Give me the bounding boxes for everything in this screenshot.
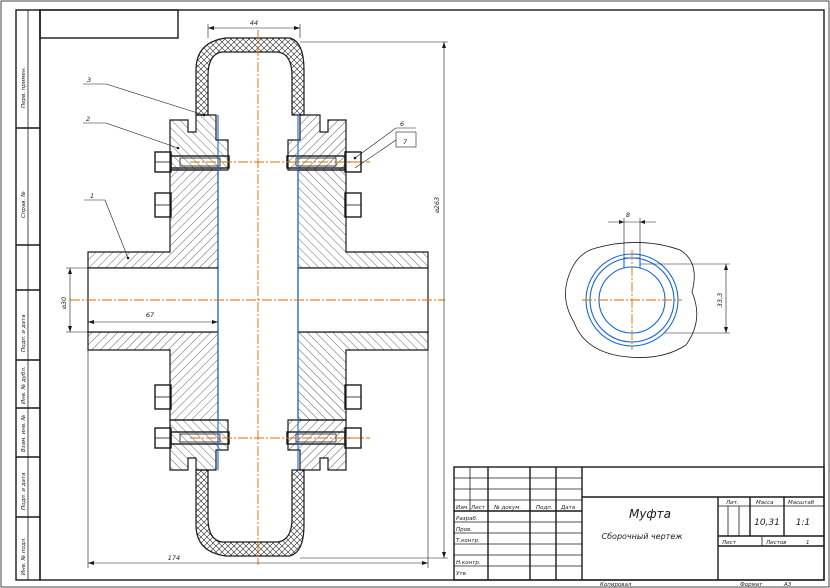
dim-30: ⌀30 bbox=[60, 267, 88, 333]
row-nkontr: Н.контр. bbox=[456, 560, 481, 566]
leader-7-text: 7 bbox=[403, 138, 408, 146]
col-podp: Подп. bbox=[536, 505, 553, 511]
title-block: Изм. Лист № докум. Подп. Дата Разраб. Пр… bbox=[453, 466, 825, 581]
dim-174: 174 bbox=[87, 350, 429, 568]
leader-3-text: 3 bbox=[87, 76, 91, 84]
scale-label: Масштаб bbox=[788, 500, 815, 506]
col-izm: Изм. bbox=[456, 505, 469, 511]
dim-44-text: 44 bbox=[250, 19, 258, 27]
leader-2-text: 2 bbox=[86, 115, 90, 123]
copied-label: Копировал bbox=[600, 582, 632, 588]
dim-67-text: 67 bbox=[146, 311, 155, 319]
right-clamp-bottom bbox=[287, 419, 347, 471]
leader-2: 2 bbox=[83, 115, 180, 150]
side-label-4: Взам. инв. № bbox=[21, 414, 27, 452]
coupling-section-view: 44 ⌀263 ⌀30 67 bbox=[60, 19, 448, 568]
top-left-box bbox=[39, 9, 179, 39]
leader-1: 1 bbox=[84, 192, 130, 260]
leader-6-text: 6 bbox=[400, 120, 404, 128]
dim-8-text: 8 bbox=[626, 211, 630, 219]
dim-263-text: ⌀263 bbox=[433, 197, 441, 213]
side-label-2: Подп. и дата bbox=[21, 314, 27, 352]
col-list: Лист bbox=[470, 505, 486, 511]
left-clamp-bottom bbox=[169, 419, 229, 471]
side-label-1: Справ. № bbox=[21, 191, 27, 218]
drawing-subtitle: Сборочный чертеж bbox=[602, 532, 684, 541]
dim-263: ⌀263 bbox=[300, 41, 448, 559]
row-utv: Утв. bbox=[456, 571, 468, 577]
side-label-6: Инв. № подл. bbox=[21, 537, 27, 575]
row-tkontr: Т.контр. bbox=[456, 538, 480, 544]
right-hub-top bbox=[297, 169, 429, 269]
col-date: Дата bbox=[560, 505, 576, 511]
dim-33: 33,3 bbox=[640, 263, 730, 334]
dim-33-text: 33,3 bbox=[716, 293, 724, 307]
leader-7: 7 bbox=[354, 131, 417, 169]
leader-1-text: 1 bbox=[90, 192, 94, 200]
col-doc: № докум. bbox=[493, 505, 521, 511]
lit-label: Лит. bbox=[725, 500, 739, 506]
keyway-section-view: 8 33,3 bbox=[565, 211, 730, 358]
leader-3: 3 bbox=[83, 76, 206, 117]
sheets-value: 1 bbox=[806, 540, 810, 546]
scale-value: 1:1 bbox=[796, 518, 810, 528]
tire-top bbox=[195, 37, 305, 116]
side-strip: Перв. примен. Справ. № Подп. и дата Инв.… bbox=[15, 9, 41, 581]
format-label: Формат bbox=[740, 582, 763, 588]
left-hub-bottom bbox=[87, 331, 219, 421]
dim-67: 67 bbox=[88, 311, 218, 324]
left-hub-top bbox=[87, 169, 219, 269]
right-hub-bottom bbox=[297, 331, 429, 421]
dim-30-text: ⌀30 bbox=[60, 297, 68, 309]
side-label-5: Подп. и дата bbox=[21, 472, 27, 510]
sheets-label: Листов bbox=[765, 540, 787, 546]
drawing-title: Муфта bbox=[629, 507, 671, 521]
format-value: А3 bbox=[783, 582, 792, 588]
tire-bottom bbox=[195, 469, 305, 557]
row-prov: Пров. bbox=[456, 527, 472, 533]
row-razrab: Разраб. bbox=[456, 516, 478, 522]
mass-label: Масса bbox=[756, 500, 774, 506]
dim-8: 8 bbox=[608, 211, 656, 258]
sheet-label: Лист bbox=[721, 540, 737, 546]
side-label-0: Перв. примен. bbox=[21, 66, 27, 108]
side-label-3: Инв. № дубл. bbox=[21, 366, 27, 404]
mass-value: 10,31 bbox=[754, 518, 780, 528]
leader-6: 6 bbox=[353, 120, 416, 160]
dim-44: 44 bbox=[207, 19, 301, 38]
dim-174-text: 174 bbox=[168, 554, 180, 562]
